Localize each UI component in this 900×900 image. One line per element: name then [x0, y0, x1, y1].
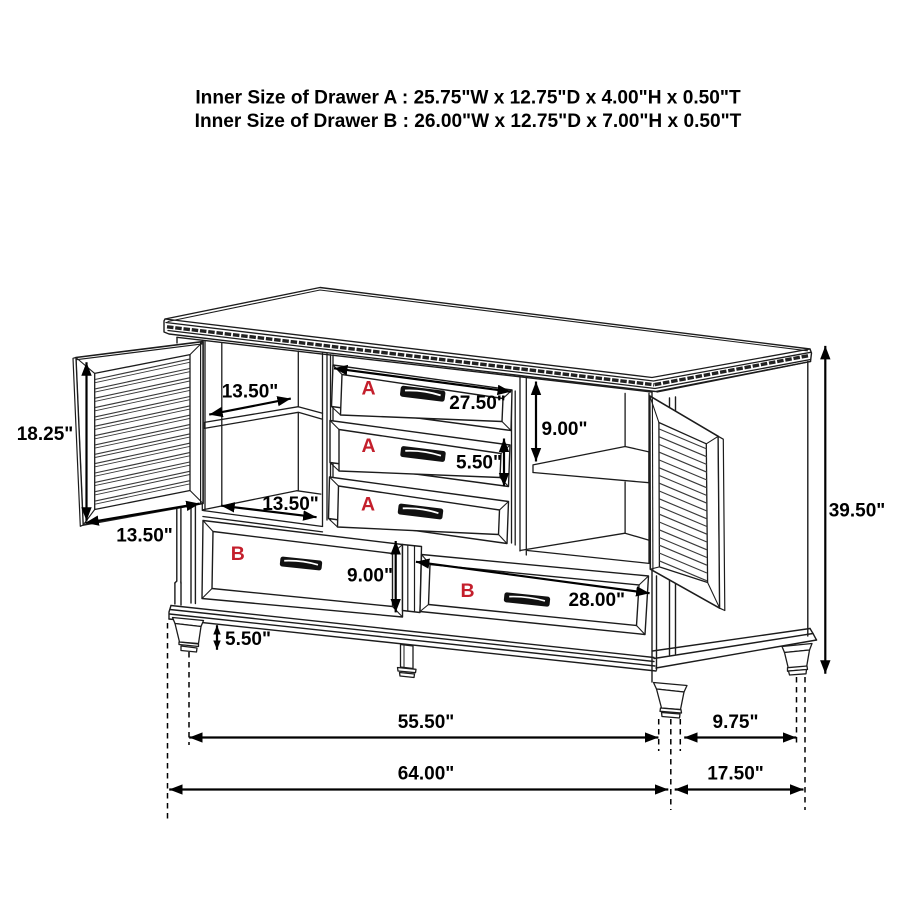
- svg-text:28.00": 28.00": [569, 590, 626, 611]
- svg-text:5.50": 5.50": [225, 629, 271, 650]
- svg-text:39.50": 39.50": [829, 501, 886, 522]
- svg-text:B: B: [460, 580, 474, 602]
- svg-text:Inner Size of Drawer A : 25.75: Inner Size of Drawer A : 25.75"W x 12.75…: [195, 88, 741, 109]
- svg-text:9.75": 9.75": [713, 712, 759, 733]
- svg-text:9.00": 9.00": [347, 566, 393, 587]
- svg-text:64.00": 64.00": [398, 764, 455, 785]
- svg-text:B: B: [231, 543, 245, 565]
- svg-text:Inner Size of Drawer B : 26.00: Inner Size of Drawer B : 26.00"W x 12.75…: [195, 111, 742, 132]
- svg-text:27.50": 27.50": [449, 393, 506, 414]
- svg-text:18.25": 18.25": [17, 424, 74, 445]
- svg-text:A: A: [362, 435, 376, 457]
- svg-text:13.50": 13.50": [222, 382, 279, 403]
- svg-text:13.50": 13.50": [116, 526, 173, 547]
- svg-text:13.50": 13.50": [262, 494, 319, 515]
- svg-text:A: A: [362, 377, 376, 399]
- svg-text:5.50": 5.50": [456, 453, 502, 474]
- svg-text:9.00": 9.00": [542, 419, 588, 440]
- svg-text:A: A: [361, 494, 375, 516]
- svg-text:17.50": 17.50": [707, 764, 764, 785]
- svg-text:55.50": 55.50": [398, 712, 455, 733]
